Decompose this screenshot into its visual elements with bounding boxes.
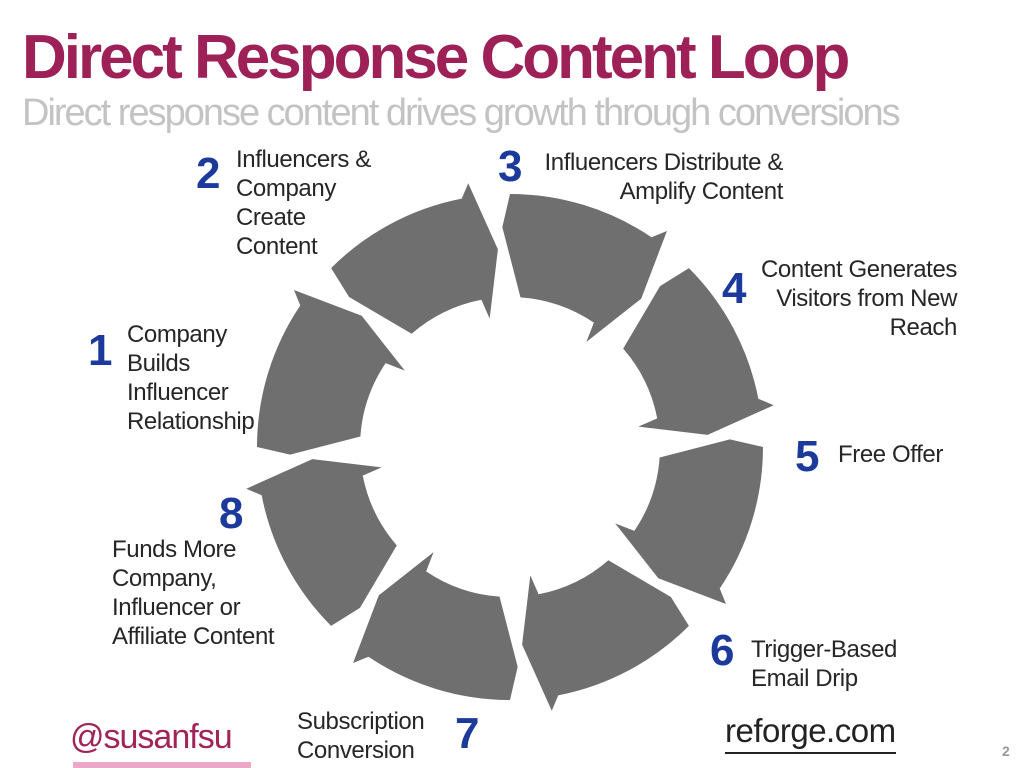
step-5-label: Free Offer — [838, 441, 943, 468]
step-6-number: 6 — [710, 626, 735, 675]
step-4-label: Content Generates Visitors from New Reac… — [761, 256, 957, 341]
step-5-number: 5 — [795, 432, 820, 481]
step-2-label: Influencers & Company Create Content — [236, 146, 371, 260]
step-3-number: 3 — [498, 142, 523, 191]
step-6-label: Trigger-Based Email Drip — [751, 636, 897, 692]
step-4-number: 4 — [722, 264, 747, 313]
step-7-number: 7 — [455, 709, 480, 758]
step-3-label: Influencers Distribute & Amplify Content — [544, 149, 783, 205]
page-number: 2 — [1002, 743, 1010, 759]
slide-title: Direct Response Content Loop — [22, 23, 850, 92]
accent-bar — [73, 762, 251, 768]
step-8-label: Funds More Company, Influencer or Affili… — [112, 536, 275, 650]
twitter-handle: @susanfsu — [70, 718, 233, 756]
step-1-number: 1 — [88, 326, 113, 375]
step-2-number: 2 — [196, 149, 221, 198]
slide-subtitle: Direct response content drives growth th… — [22, 92, 901, 134]
step-1-label: Company Builds Influencer Relationship — [127, 321, 255, 435]
step-8-number: 8 — [219, 489, 244, 538]
step-7-label: Subscription Conversion — [297, 708, 425, 764]
reforge-link[interactable]: reforge.com — [725, 712, 896, 754]
